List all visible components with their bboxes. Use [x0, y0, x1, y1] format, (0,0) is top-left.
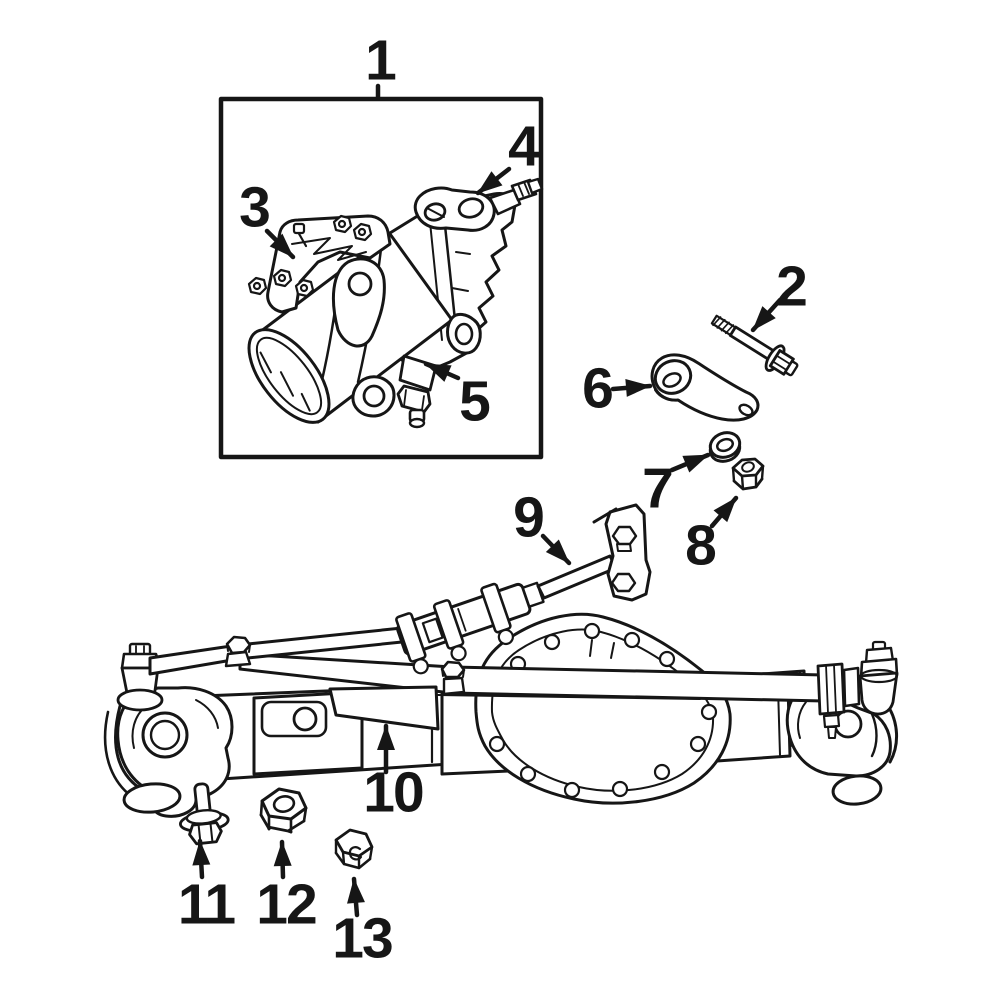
- callout-12[interactable]: 12: [256, 872, 317, 937]
- axle-assembly: [103, 612, 898, 818]
- callout-6[interactable]: 6: [582, 356, 614, 421]
- lock-nut-part-13: [334, 828, 374, 870]
- callout-10[interactable]: 10: [363, 760, 424, 825]
- callout-8[interactable]: 8: [685, 513, 717, 578]
- drag-link-part-9: [148, 503, 652, 696]
- flange-bolt-part-11: [179, 782, 230, 846]
- washer-part-7: [708, 431, 742, 463]
- callout-1[interactable]: 1: [365, 28, 397, 93]
- nut-part-8: [731, 457, 765, 491]
- callout-7[interactable]: 7: [642, 456, 674, 521]
- callout-2[interactable]: 2: [776, 254, 808, 319]
- callout-3[interactable]: 3: [239, 175, 271, 240]
- callout-4[interactable]: 4: [508, 114, 540, 179]
- callout-5[interactable]: 5: [459, 369, 491, 434]
- steering-gear-inset: [247, 177, 544, 429]
- pitman-arm-part-6: [650, 353, 760, 422]
- callout-9[interactable]: 9: [513, 485, 545, 550]
- callout-arrows: [192, 166, 783, 918]
- callout-13[interactable]: 13: [332, 906, 393, 971]
- bolt-part-2: [710, 314, 799, 377]
- hex-nut-part-12: [259, 787, 308, 834]
- callout-11[interactable]: 11: [177, 872, 236, 937]
